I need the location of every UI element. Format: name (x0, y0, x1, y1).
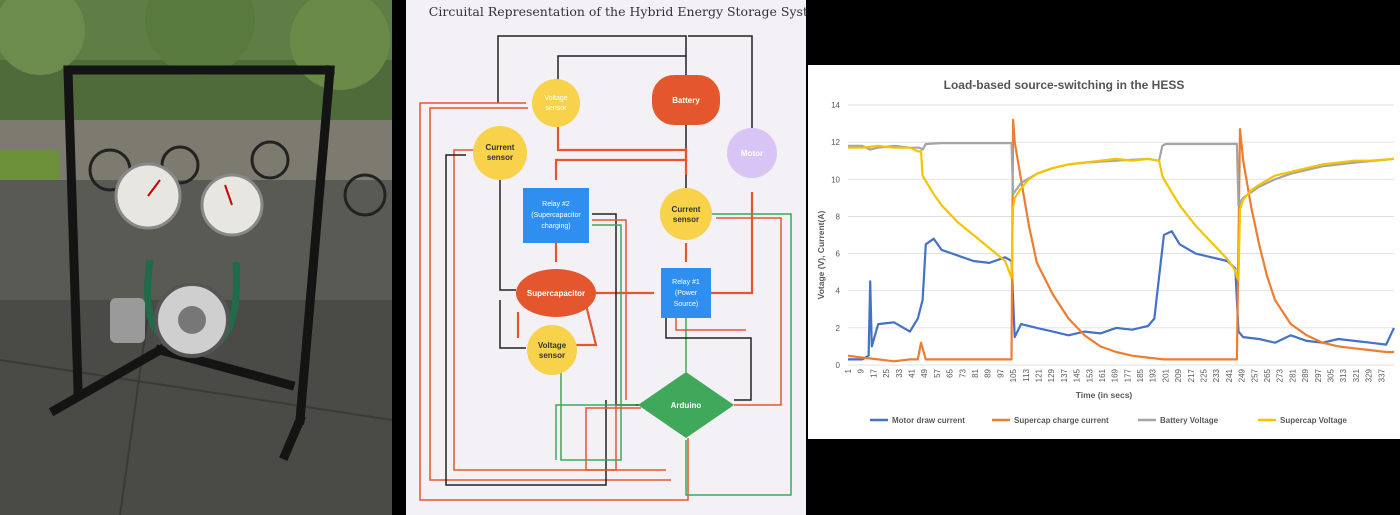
x-tick-label: 257 (1250, 368, 1259, 382)
legend-label: Supercap charge current (1014, 416, 1109, 425)
x-tick-label: 41 (907, 368, 916, 377)
x-tick-label: 289 (1301, 368, 1310, 382)
battery-node: Battery (652, 75, 720, 125)
svg-text:Supercapacitor: Supercapacitor (527, 289, 585, 298)
x-tick-label: 329 (1365, 368, 1374, 382)
svg-text:sensor: sensor (539, 351, 565, 360)
svg-text:Motor: Motor (741, 149, 763, 158)
svg-text:Voltage: Voltage (538, 341, 567, 350)
x-tick-label: 33 (895, 368, 904, 377)
y-tick-label: 14 (831, 101, 840, 110)
x-tick-label: 25 (882, 368, 891, 377)
x-tick-label: 9 (857, 368, 866, 373)
svg-text:sensor: sensor (545, 105, 567, 112)
x-tick-label: 49 (920, 368, 929, 377)
y-tick-label: 6 (836, 250, 841, 259)
motor-node: Motor (727, 128, 777, 178)
x-tick-label: 273 (1276, 368, 1285, 382)
current-sensor-left-node: Current sensor (473, 126, 527, 180)
svg-text:(Supercapacitor: (Supercapacitor (531, 212, 581, 219)
series-line-4 (848, 144, 1395, 281)
svg-text:sensor: sensor (487, 153, 513, 162)
x-tick-label: 321 (1352, 368, 1361, 382)
x-axis-label: Time (in secs) (1076, 390, 1133, 400)
circuit-diagram: Circuital Representation of the Hybrid E… (406, 0, 806, 515)
x-tick-label: 1 (844, 368, 853, 373)
x-tick-label: 241 (1225, 368, 1234, 382)
svg-text:sensor: sensor (673, 215, 699, 224)
x-tick-label: 305 (1327, 368, 1336, 382)
y-tick-label: 2 (836, 324, 841, 333)
svg-text:Relay #1: Relay #1 (672, 279, 700, 286)
svg-text:(Power: (Power (675, 290, 698, 297)
svg-text:Voltage: Voltage (544, 95, 567, 102)
y-tick-label: 12 (831, 138, 840, 147)
x-tick-label: 121 (1034, 368, 1043, 382)
svg-text:Battery: Battery (672, 96, 700, 105)
relay2-node: Relay #2 (Supercapacitor charging) (523, 188, 589, 243)
x-tick-label: 217 (1187, 368, 1196, 382)
x-tick-label: 233 (1212, 368, 1221, 382)
svg-text:Relay #2: Relay #2 (542, 201, 570, 208)
legend-label: Battery Voltage (1160, 416, 1219, 425)
arduino-node: Arduino (638, 372, 734, 438)
x-tick-label: 337 (1377, 368, 1386, 382)
x-tick-label: 145 (1073, 368, 1082, 382)
voltage-sensor-top-node: Voltage sensor (532, 79, 580, 127)
current-sensor-right-node: Current sensor (660, 188, 712, 240)
x-tick-label: 281 (1288, 368, 1297, 382)
x-tick-label: 201 (1161, 368, 1170, 382)
x-tick-label: 57 (933, 368, 942, 377)
x-tick-label: 153 (1085, 368, 1094, 382)
x-tick-label: 129 (1047, 368, 1056, 382)
chart-title: Load-based source-switching in the HESS (944, 78, 1185, 92)
x-tick-label: 249 (1238, 368, 1247, 382)
legend-label: Motor draw current (892, 416, 965, 425)
svg-text:Arduino: Arduino (671, 401, 702, 410)
x-tick-label: 17 (869, 368, 878, 377)
x-tick-label: 81 (971, 368, 980, 377)
svg-text:Current: Current (486, 143, 515, 152)
relay1-node: Relay #1 (Power Source) (661, 268, 711, 318)
legend-label: Supercap Voltage (1280, 416, 1348, 425)
svg-text:Source): Source) (674, 301, 699, 308)
y-tick-label: 10 (831, 175, 840, 184)
y-tick-label: 8 (836, 212, 841, 221)
series-line-1 (848, 230, 1395, 361)
x-tick-label: 169 (1111, 368, 1120, 382)
x-tick-label: 265 (1263, 368, 1272, 382)
x-tick-label: 185 (1136, 368, 1145, 382)
test-rig-photo (0, 0, 392, 515)
x-tick-label: 209 (1174, 368, 1183, 382)
x-tick-label: 161 (1098, 368, 1107, 382)
supercapacitor-node: Supercapacitor (516, 269, 596, 317)
chart-card: Load-based source-switching in the HESS … (808, 65, 1400, 439)
series-line-3 (848, 141, 1395, 207)
x-tick-label: 297 (1314, 368, 1323, 382)
x-tick-label: 97 (996, 368, 1005, 377)
x-tick-label: 313 (1339, 368, 1348, 382)
x-tick-label: 137 (1060, 368, 1069, 382)
y-tick-label: 4 (836, 287, 841, 296)
x-tick-label: 193 (1149, 368, 1158, 382)
x-tick-label: 73 (958, 368, 967, 377)
x-tick-label: 177 (1123, 368, 1132, 382)
y-axis-label: Votage (V), Current(A) (816, 211, 826, 300)
line-chart: Load-based source-switching in the HESS … (816, 78, 1395, 425)
x-tick-label: 89 (984, 368, 993, 377)
series-line-2 (847, 118, 1394, 363)
svg-text:Current: Current (672, 205, 701, 214)
voltage-sensor-bottom-node: Voltage sensor (527, 325, 577, 375)
y-tick-label: 0 (836, 361, 841, 370)
chart-panel: Load-based source-switching in the HESS … (808, 0, 1400, 515)
x-tick-label: 105 (1009, 368, 1018, 382)
diagram-title: Circuital Representation of the Hybrid E… (429, 4, 806, 19)
x-tick-label: 65 (946, 368, 955, 377)
svg-text:charging): charging) (541, 223, 570, 230)
x-tick-label: 113 (1022, 368, 1031, 381)
x-tick-label: 225 (1200, 368, 1209, 382)
